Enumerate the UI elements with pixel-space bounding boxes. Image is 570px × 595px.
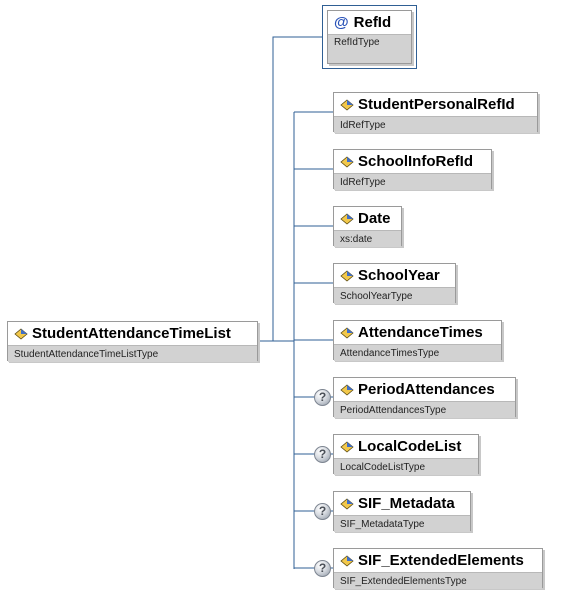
child-element-title: Date <box>334 207 401 230</box>
child-element-type: AttendanceTimesType <box>334 344 501 361</box>
attribute-name: RefId <box>353 14 392 31</box>
root-element-name: StudentAttendanceTimeList <box>32 325 231 342</box>
optional-question-icon: ? <box>314 503 331 520</box>
element-diamond-icon <box>14 327 28 340</box>
root-element-type: StudentAttendanceTimeListType <box>8 345 257 362</box>
child-element-type: SchoolYearType <box>334 287 455 304</box>
optional-question-icon: ? <box>314 389 331 406</box>
child-element-name: AttendanceTimes <box>358 324 483 341</box>
child-element-name: SIF_Metadata <box>358 495 455 512</box>
child-element-name: SchoolInfoRefId <box>358 153 473 170</box>
child-element-name: Date <box>358 210 391 227</box>
element-diamond-icon <box>340 269 354 282</box>
child-element-title: SchoolInfoRefId <box>334 150 491 173</box>
attribute-at-icon: @ <box>334 14 349 31</box>
attribute-group: @ RefId RefIdType <box>322 5 417 69</box>
child-element-title: StudentPersonalRefId <box>334 93 537 116</box>
child-element-type: IdRefType <box>334 173 491 190</box>
element-diamond-icon <box>340 383 354 396</box>
element-diamond-icon <box>340 554 354 567</box>
child-element-type: SIF_ExtendedElementsType <box>334 572 542 589</box>
element-diamond-icon <box>340 326 354 339</box>
connector-root-to-attribute <box>258 36 322 342</box>
child-element-node[interactable]: Date xs:date <box>333 206 402 247</box>
attribute-type: RefIdType <box>328 34 411 63</box>
attribute-title: @ RefId <box>328 11 411 34</box>
child-element-title: PeriodAttendances <box>334 378 515 401</box>
element-diamond-icon <box>340 440 354 453</box>
element-diamond-icon <box>340 497 354 510</box>
child-element-type: LocalCodeListType <box>334 458 478 475</box>
root-element-node[interactable]: StudentAttendanceTimeList StudentAttenda… <box>7 321 258 362</box>
child-element-title: SIF_ExtendedElements <box>334 549 542 572</box>
child-element-name: LocalCodeList <box>358 438 462 455</box>
optional-question-icon: ? <box>314 446 331 463</box>
child-element-type: IdRefType <box>334 116 537 133</box>
child-element-title: AttendanceTimes <box>334 321 501 344</box>
element-diamond-icon <box>340 98 354 111</box>
child-element-name: SchoolYear <box>358 267 440 284</box>
element-diamond-icon <box>340 212 354 225</box>
attribute-node-refid[interactable]: @ RefId RefIdType <box>327 10 412 64</box>
child-element-title: SchoolYear <box>334 264 455 287</box>
root-element-title: StudentAttendanceTimeList <box>8 322 257 345</box>
optional-question-icon: ? <box>314 560 331 577</box>
child-element-type: xs:date <box>334 230 401 247</box>
child-element-title: LocalCodeList <box>334 435 478 458</box>
child-element-name: PeriodAttendances <box>358 381 495 398</box>
child-element-type: PeriodAttendancesType <box>334 401 515 418</box>
child-element-title: SIF_Metadata <box>334 492 470 515</box>
child-element-name: SIF_ExtendedElements <box>358 552 524 569</box>
child-element-name: StudentPersonalRefId <box>358 96 515 113</box>
element-diamond-icon <box>340 155 354 168</box>
child-element-type: SIF_MetadataType <box>334 515 470 532</box>
